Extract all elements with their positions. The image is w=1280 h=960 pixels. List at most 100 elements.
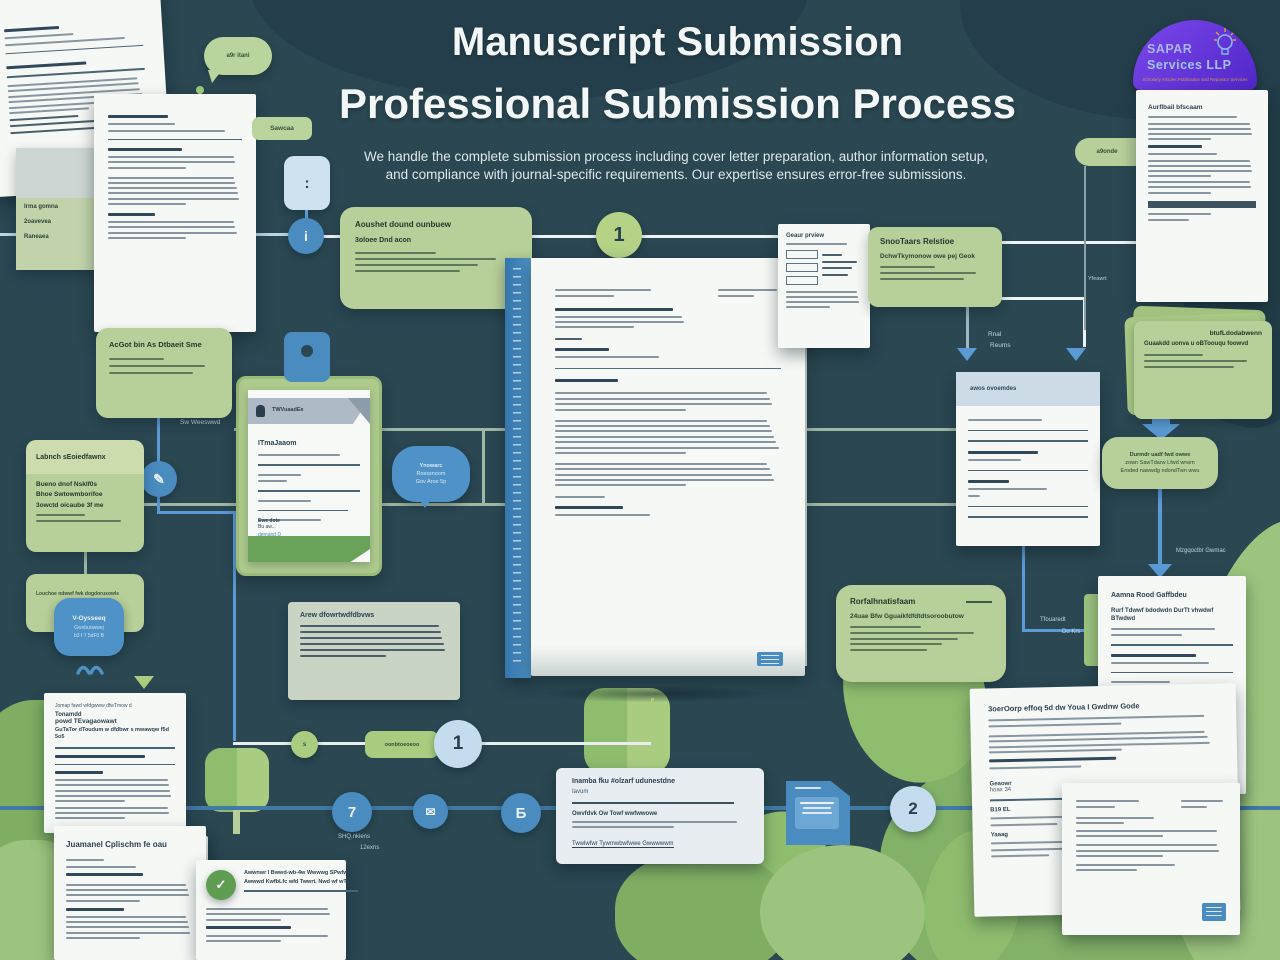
- launch-line3: 3owctd oicaube 3f me: [36, 502, 104, 509]
- connector-relation-right1: [1000, 241, 1140, 244]
- page-subtitle: We handle the complete submission proces…: [363, 149, 989, 183]
- card-bold1: Awwnwr I Bwwd-wb-4w Wwwwg SPwfwW: [244, 870, 353, 876]
- connector-node: :: [284, 156, 330, 210]
- shadow-big-doc: [490, 682, 820, 706]
- file-tag: [786, 781, 850, 845]
- bottom-panel-link: Twwlwfwr Tywmwbwfwwe Gwwwwwm: [572, 840, 674, 848]
- cover-letter-stamp: [757, 652, 783, 666]
- blue-note: Ynowarc Rosssnoom Gov Aroe 5p: [392, 446, 470, 502]
- long-arrow-shaft: [1158, 488, 1162, 568]
- node-glyph: :: [304, 174, 310, 192]
- right-tab-label: a9onde: [1096, 149, 1118, 155]
- speech-bubble-dot: [196, 86, 204, 94]
- clipboard-clip: [284, 332, 330, 382]
- check-icon: ✓: [215, 877, 227, 892]
- timeline2-label-a1: SHQ,nkiens: [338, 834, 371, 840]
- timeline1-badge: 1: [434, 720, 482, 768]
- cover-letter-binding: [505, 258, 531, 678]
- odyssey-title: V-Oysseeq: [72, 615, 106, 622]
- right-tall-doc-heading: Aurflbail bfscaam: [1148, 104, 1203, 111]
- step-1-number: 1: [613, 223, 625, 246]
- pencil-circle: ✎: [141, 461, 177, 497]
- arrow-center-head: [643, 754, 663, 767]
- card-bold2: Awwwd KwfbLfc wfd Twwrt. Nwd wf wTTww: [244, 879, 359, 885]
- br-doc1-heading: 3oerOorp effoq 5d dw Youa I Gwdnw Gode: [987, 701, 1140, 714]
- br-doc-2: [1062, 783, 1240, 935]
- form-doc-header: awos ovoemdes: [956, 372, 1100, 406]
- panel-line: 2oavevea: [24, 219, 52, 225]
- sources-pill-label: Sawcaa: [270, 125, 294, 132]
- doc-top-left-2: [94, 94, 256, 332]
- blue-note-line1: Ynowarc: [419, 463, 443, 469]
- preview-card-heading: Geaur prview: [786, 233, 825, 239]
- gray-box: Arew dfowrtwdfdbvws: [288, 602, 460, 700]
- bl-doc1-title1: Tonamdd: [55, 712, 82, 718]
- node-stem: [305, 210, 308, 222]
- right-tall-doc-darkbar: [1148, 200, 1256, 208]
- timeline1-pill: oonbtoeoeoo: [365, 731, 439, 758]
- odyssey-blob: V-Oysseeq Gwvbuowwej b3 f 7 5dF0 B: [54, 598, 124, 656]
- card-compliance: ✓ Awwnwr I Bwwd-wb-4w Wwwwg SPwfwW Awwwd…: [196, 860, 359, 960]
- step-1-badge: 1: [596, 212, 642, 258]
- long-arrow-head: [1148, 564, 1172, 578]
- clipboard-fold: [348, 398, 370, 424]
- timeline2-label-a2: 12exns: [360, 845, 380, 851]
- rorfal-dash: [966, 600, 992, 603]
- right-green-box-line1: Durmdr uadf fwd owwe: [1129, 452, 1191, 458]
- rorfal-sub: 24uae Bfw Gguaikfdfdtdtsoroobutow: [850, 613, 964, 620]
- final-label-2: Reums: [990, 342, 1011, 349]
- arrow-final-1: [957, 348, 977, 361]
- acgot-heading: AcGot bin As Dtbaeit Sme: [109, 340, 202, 349]
- right-tab-line: [1084, 166, 1086, 330]
- blue-note-tail: [418, 498, 432, 508]
- connector-pencil-down: [157, 496, 160, 514]
- journal-guidelines-heading: Juamanel Cplischm fe oau: [66, 840, 167, 849]
- connector-relation-right2: [1000, 297, 1086, 300]
- launch-box-header: Labnch sEoiedfawnx: [26, 440, 144, 474]
- connector-green-v: [482, 428, 485, 506]
- odyssey-line2: b3 f 7 5dF0 B: [73, 633, 105, 639]
- relation-heading: SnooTaars Relstioe: [880, 237, 955, 246]
- blue-note-line2: Rosssnoom: [416, 471, 446, 477]
- timeline2-badge-a-number: 7: [347, 803, 357, 821]
- node-badge-glyph: i: [304, 228, 308, 244]
- clipboard-foot1: Ewe dote: [258, 518, 280, 524]
- clipboard: TWVuaadEe ITmaJaaom Ewe dote Bu aw... de…: [236, 330, 384, 578]
- odyssey-line1: Gwvbuowwej: [74, 625, 104, 631]
- connector-form-elbow-h: [1022, 629, 1102, 632]
- timeline2-badge-c: 2: [890, 786, 936, 832]
- bottom-panel-bold: Owvfdvk Ow Towf wwfwwowe: [572, 810, 658, 817]
- stack-bold2: Guaakdd uonva u oBToouqu foowvd: [1144, 341, 1249, 347]
- connector-form-elbow-v: [1022, 544, 1025, 632]
- timeline2-badge-a: 7: [332, 792, 372, 832]
- launch-line1: Bueno dnof Nsklf0s: [36, 481, 98, 488]
- aamna-heading: Aamna Rood Gaffbdeu: [1111, 592, 1187, 599]
- bl-doc1-top: Jomap fawd wfdgwww dfwTmow d: [55, 703, 132, 709]
- doc-bottom-left-1: Jomap fawd wfdgwww dfwTmow d Tonamdd pow…: [44, 693, 186, 833]
- timeline2-badge-c-number: 2: [908, 799, 918, 818]
- clipboard-foot3: demand D: [258, 532, 282, 538]
- arrow-final-2: [1066, 348, 1086, 361]
- stack-bold1: btufLdodabwenn: [1209, 330, 1262, 337]
- bottom-panel-sub: Iavum: [572, 789, 589, 795]
- bl-doc1-title2: powd TEvagaowawt: [55, 718, 117, 725]
- gray-box-heading: Arew dfowrtwdfdbvws: [300, 612, 375, 619]
- connector-step1-right: [640, 235, 782, 238]
- dukrs-label: Du Krs: [1062, 629, 1081, 635]
- right-green-box: Durmdr uadf fwd owwe zown SawTdarw Lfwd …: [1102, 437, 1218, 489]
- launch-line2: Bhoe Swtowmborifoe: [36, 491, 103, 498]
- bottom-panel: Inamba fku #olzarf udunestdne Iavum Owvf…: [556, 768, 764, 864]
- speech-bubble-tail: [208, 70, 222, 83]
- lightbulb-icon: [1214, 28, 1236, 55]
- clipboard-foot2: Bu aw...: [258, 524, 276, 530]
- check-circle: ✓: [206, 870, 236, 900]
- timeline1-pill-label: oonbtoeoeoo: [384, 741, 420, 748]
- tree-small-light: [237, 748, 269, 812]
- page-title-line1: Manuscript Submission: [451, 20, 904, 64]
- author-info-heading: Aoushet dound ounbuew: [355, 220, 451, 229]
- timeline1-start-dot: s: [291, 731, 318, 758]
- timeline1-badge-number: 1: [452, 733, 464, 754]
- left-green-panel: Irma gomna 2oavevea Raneaea: [16, 198, 106, 270]
- timeline2-mail-circle: ✉: [413, 794, 448, 829]
- file-tag-inner: [795, 797, 839, 829]
